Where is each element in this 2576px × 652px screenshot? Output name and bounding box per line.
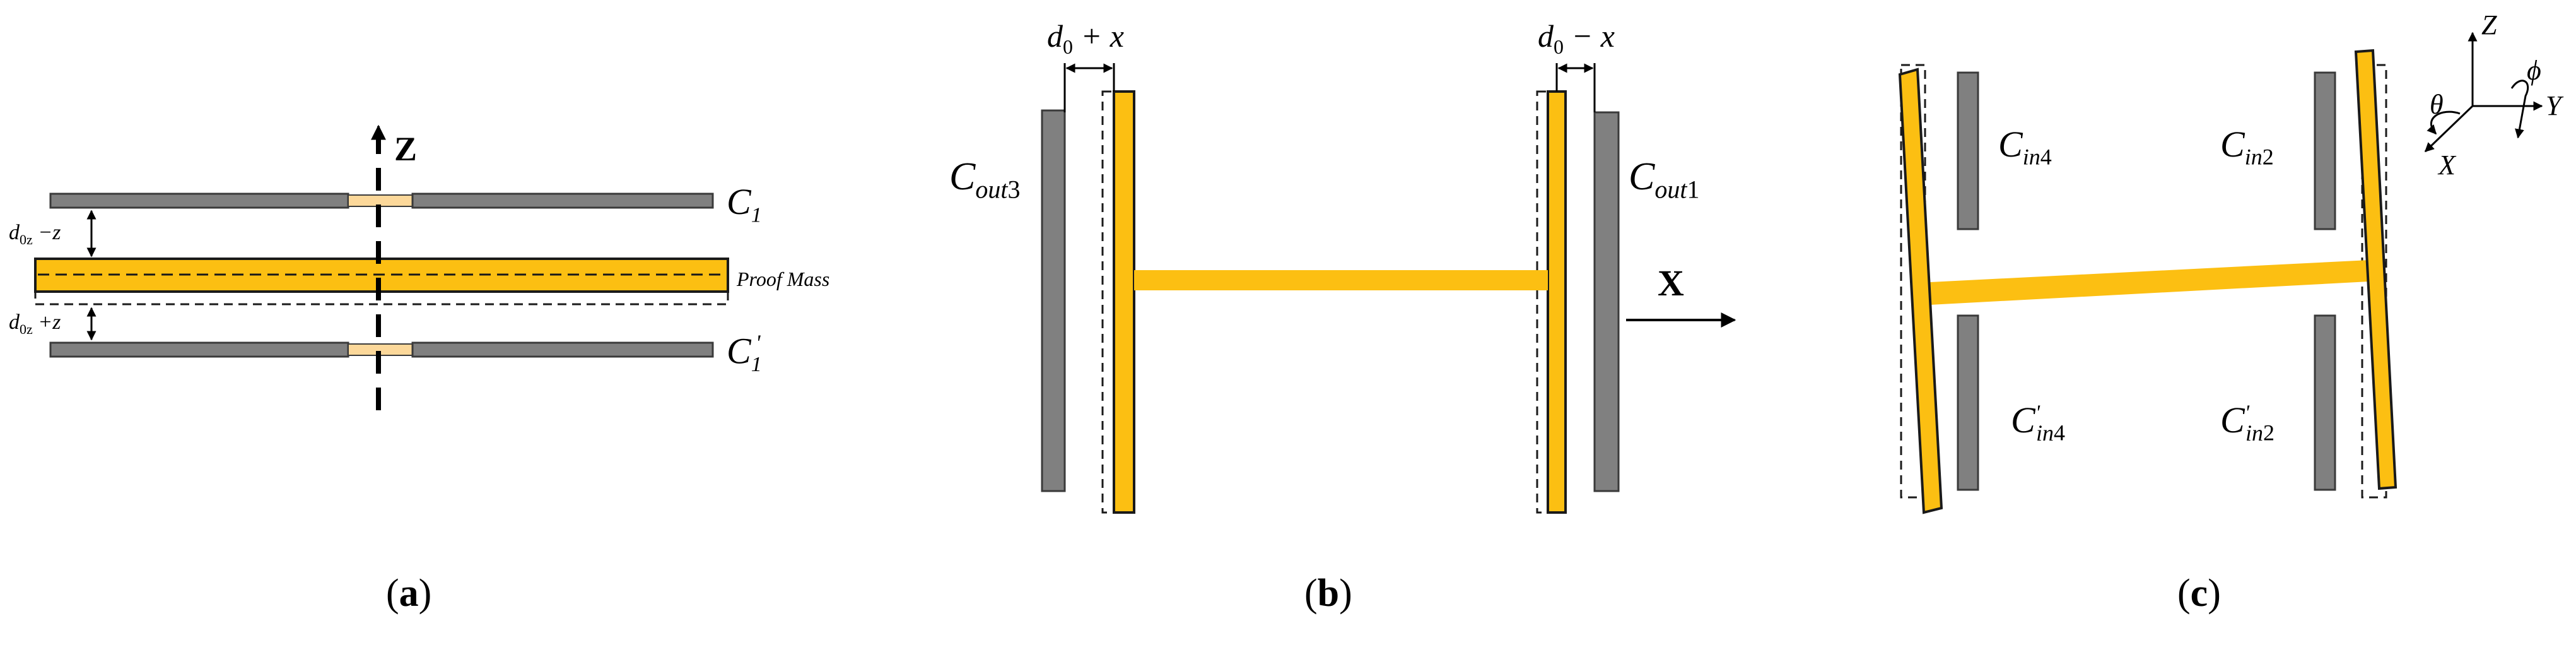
caption-paren-open: (: [1304, 572, 1318, 615]
mass-beam-tilted: [1917, 260, 2369, 305]
label-num: 4: [2040, 144, 2052, 170]
electrode-in2-prime-label: C'in2: [2220, 399, 2274, 446]
label-sub: 0: [1063, 35, 1073, 58]
panel-c: [1898, 32, 2543, 514]
electrode-in2-label: Cin2: [2220, 123, 2274, 170]
label-sub: 0z: [20, 321, 33, 337]
electrode-out3-label: Cout3: [949, 155, 1020, 204]
label-base: C: [1629, 155, 1655, 198]
triad-z-label: Z: [2481, 9, 2497, 40]
electrode-out1-label: Cout1: [1629, 155, 1699, 204]
label-base: d: [1538, 18, 1554, 54]
caption-paren-open: (: [2177, 572, 2191, 615]
caption-letter: a: [399, 572, 419, 615]
electrode-in4-label: Cin4: [1998, 123, 2052, 170]
label-base: d: [9, 221, 20, 244]
x-axis-label: X: [1658, 263, 1684, 304]
label-num: 3: [1007, 175, 1021, 204]
caption-paren-close: ): [418, 572, 432, 615]
label-rest: −z: [32, 221, 61, 244]
right-mass-finger-tilted: [2354, 49, 2397, 490]
electrode-in4-prime: [1957, 314, 1979, 491]
proof-mass-label: Proof Mass: [737, 268, 830, 290]
label-base: C: [727, 181, 751, 222]
bottom-plate-label: C1': [727, 329, 762, 377]
electrode-in4-prime-label: C'in4: [2011, 399, 2065, 446]
label-base: C: [727, 330, 751, 372]
triad-phi-label: ϕ: [2527, 55, 2541, 86]
mass-beam: [1134, 270, 1548, 290]
caption-paren-close: ): [1339, 572, 1352, 615]
gap-top-label: d0z −z: [9, 221, 61, 248]
label-prime: ': [2035, 401, 2040, 425]
label-sub: in: [2244, 144, 2263, 170]
top-plate-label: C1: [727, 181, 762, 228]
gap-left-dimension-label: d0 + x: [1047, 18, 1124, 59]
gap-bottom-label: d0z +z: [9, 311, 61, 338]
phi-rotation-arrow: [2510, 80, 2529, 139]
label-num: 1: [1687, 175, 1700, 204]
label-base: C: [949, 155, 976, 198]
electrode-out3: [1041, 109, 1066, 492]
gap-right-dimension-label: d0 − x: [1538, 18, 1615, 59]
label-num: 4: [2053, 420, 2065, 446]
electrode-out1: [1593, 111, 1620, 492]
label-sub: in: [2022, 144, 2040, 170]
panel-b: [1041, 63, 1736, 514]
label-sub: 0z: [20, 231, 33, 247]
label-rest: + x: [1073, 18, 1124, 54]
panel-a: [34, 124, 729, 410]
label-base: C: [1998, 124, 2023, 165]
triad-x-axis: [2424, 105, 2474, 153]
electrode-in2-prime: [2314, 314, 2336, 491]
label-base: C: [2220, 400, 2245, 441]
label-sub: 1: [751, 352, 762, 376]
label-prime: ': [755, 330, 761, 355]
label-sub: 1: [751, 203, 762, 227]
label-sub: 0: [1554, 35, 1564, 58]
label-sub: in: [2035, 420, 2054, 446]
label-prime: ': [2244, 401, 2249, 425]
electrode-in2: [2314, 71, 2336, 230]
caption-b: (b): [1304, 571, 1352, 616]
triad-x-label: X: [2438, 150, 2456, 181]
label-base: C: [2011, 400, 2035, 441]
triad-y-label: Y: [2546, 90, 2561, 121]
triad-theta-label: θ: [2430, 89, 2444, 120]
theta-rotation-arrow: [2427, 110, 2461, 135]
label-base: d: [9, 311, 20, 334]
label-rest: − x: [1564, 18, 1615, 54]
label-rest: +z: [32, 311, 61, 334]
label-base: C: [2220, 124, 2245, 165]
left-mass-finger: [1113, 90, 1135, 514]
label-sub: in: [2245, 420, 2263, 446]
label-sub: out: [975, 175, 1008, 204]
z-axis-label: Z: [394, 130, 418, 168]
caption-letter: c: [2190, 572, 2208, 615]
label-num: 2: [2262, 144, 2274, 170]
caption-paren-open: (: [386, 572, 399, 615]
label-num: 2: [2263, 420, 2274, 446]
caption-paren-close: ): [2208, 572, 2221, 615]
label-base: d: [1047, 18, 1063, 54]
mass-displaced-outline: [34, 258, 729, 305]
label-sub: out: [1654, 175, 1687, 204]
caption-a: (a): [386, 571, 431, 616]
caption-letter: b: [1317, 572, 1340, 615]
top-electrode-right: [411, 193, 714, 209]
bottom-electrode-right: [411, 341, 714, 358]
caption-c: (c): [2177, 571, 2221, 616]
electrode-in4: [1957, 71, 1979, 230]
left-mass-finger-tilted: [1898, 68, 1943, 514]
